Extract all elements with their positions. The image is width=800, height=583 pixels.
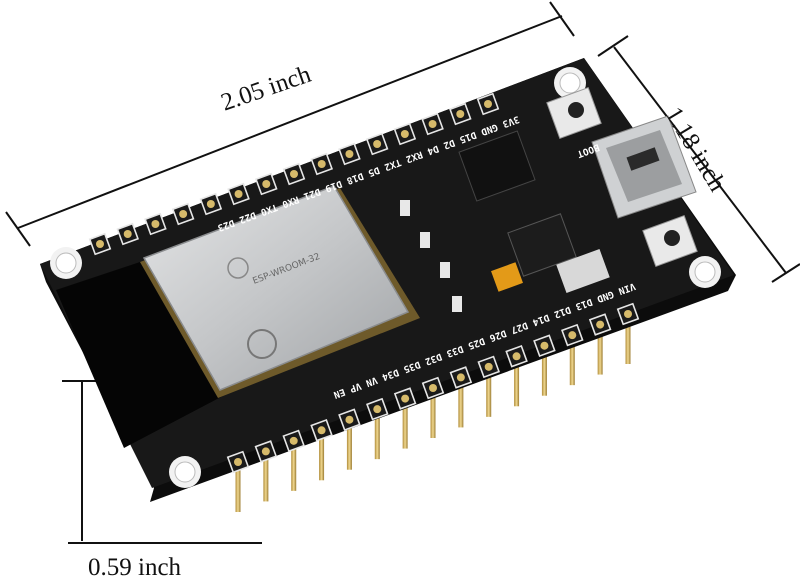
header-pin (514, 362, 520, 407)
pad-hole (234, 190, 243, 198)
smd-components (400, 130, 610, 312)
header-pins (235, 320, 631, 512)
pad-hole (345, 415, 354, 424)
pad-hole (484, 100, 492, 108)
top-header-pads (88, 92, 500, 256)
header-pin (374, 415, 380, 460)
pad-hole (206, 200, 215, 208)
pad-hole (456, 110, 465, 118)
bottom-header-pads (226, 302, 640, 474)
header-pin (597, 330, 603, 375)
micro-usb-port (591, 115, 697, 219)
pad-hole (289, 436, 298, 445)
pad-hole (96, 240, 104, 248)
header-pin (235, 468, 241, 512)
en-button (642, 214, 698, 268)
header-pin (430, 394, 436, 438)
height-label: 0.59 inch (88, 554, 182, 581)
pad-hole (512, 352, 521, 361)
pad-hole (428, 120, 437, 128)
pad-hole (179, 210, 188, 218)
boot-button: BOOT (546, 86, 602, 159)
header-pin (569, 341, 575, 386)
pad-hole (373, 405, 382, 414)
pad-hole (401, 394, 410, 403)
pad-hole (262, 180, 271, 188)
pad-hole (317, 426, 326, 435)
width-dimension (597, 35, 800, 283)
pad-hole (456, 373, 465, 382)
pad-hole (568, 331, 577, 340)
header-pin (486, 372, 492, 417)
pad-hole (540, 341, 549, 350)
pad-hole (373, 140, 382, 148)
pad-hole (151, 220, 160, 228)
pad-hole (400, 130, 409, 138)
pad-hole (596, 320, 605, 329)
pad-hole (317, 160, 326, 168)
header-pin (346, 425, 352, 470)
pad-hole (123, 230, 132, 238)
header-pin (625, 320, 631, 364)
length-dimension (5, 1, 575, 247)
esp32-module: ESP-WROOM-32 (140, 185, 420, 398)
header-pin (541, 351, 547, 396)
pad-hole (234, 458, 242, 466)
header-pin (402, 404, 408, 449)
pad-hole (429, 384, 437, 392)
header-pin (319, 436, 325, 481)
pad-hole (345, 150, 354, 158)
header-pin (291, 446, 297, 491)
pad-hole (484, 362, 493, 371)
pad-hole (290, 170, 298, 178)
header-pin (263, 457, 269, 502)
header-pin (458, 383, 464, 428)
pad-hole (261, 447, 270, 456)
pad-hole (624, 310, 632, 318)
